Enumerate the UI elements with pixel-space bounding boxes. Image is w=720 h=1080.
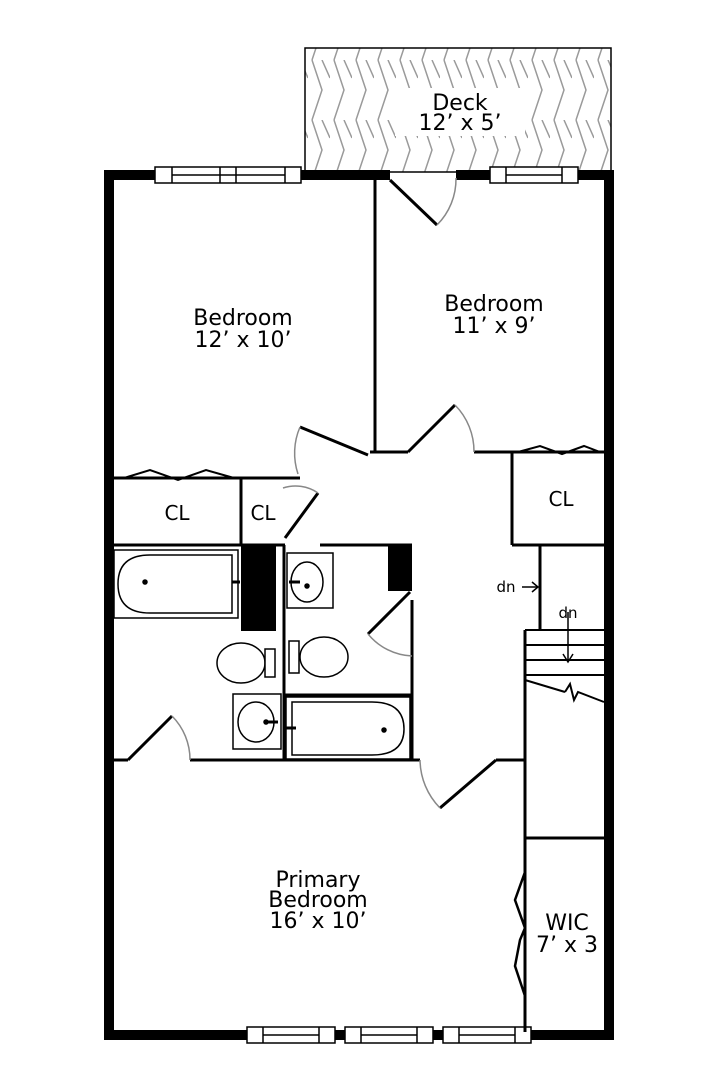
svg-text:7’ x 3: 7’ x 3	[536, 933, 598, 958]
primary-bedroom-door	[419, 758, 497, 810]
deck-door	[388, 177, 457, 227]
svg-text:WIC: WIC	[545, 911, 589, 936]
window-bottom-1	[246, 1026, 336, 1044]
window-bottom-2	[344, 1026, 434, 1044]
primary-bedroom-label: Primary Bedroom 16’ x 10’	[268, 868, 368, 934]
bathtub-lower	[285, 696, 411, 760]
wic-bifold-door	[513, 871, 527, 997]
bedroom-right-door	[406, 403, 475, 454]
window-top-left	[154, 166, 302, 184]
bedroom-left-label: Bedroom 12’ x 10’	[193, 306, 293, 353]
bath-fixtures	[113, 549, 411, 760]
closet-1-label: CL	[164, 501, 190, 525]
bathtub-upper	[113, 549, 240, 619]
toilet-left	[216, 642, 276, 684]
bedroom-left-door	[293, 425, 369, 475]
deck-label: Deck 12’ x 5’	[419, 91, 502, 136]
closet-3-label: CL	[548, 487, 574, 511]
svg-text:Bedroom: Bedroom	[444, 292, 544, 317]
sink-upper	[286, 552, 334, 609]
bedroom-right-label: Bedroom 11’ x 9’	[444, 292, 544, 339]
svg-text:12’ x 10’: 12’ x 10’	[195, 328, 292, 353]
svg-text:Deck: Deck	[432, 91, 488, 116]
primary-bath-door	[126, 714, 191, 762]
window-top-right	[489, 166, 579, 184]
doors	[126, 177, 527, 997]
svg-text:11’ x 9’: 11’ x 9’	[453, 314, 536, 339]
sink-lower	[232, 693, 282, 750]
toilet-right	[288, 636, 349, 678]
window-bottom-3	[442, 1026, 532, 1044]
chases	[241, 545, 412, 631]
svg-text:16’ x 10’: 16’ x 10’	[270, 909, 367, 934]
svg-text:12’ x 5’: 12’ x 5’	[419, 111, 502, 136]
closet-2-label: CL	[250, 501, 276, 525]
closet-2-door	[282, 485, 320, 539]
bath-door	[366, 590, 413, 657]
wic-label: WIC 7’ x 3	[536, 911, 598, 958]
deck	[304, 47, 612, 173]
svg-text:Bedroom: Bedroom	[193, 306, 293, 331]
stairs	[522, 581, 605, 703]
stair-down-label: dn	[558, 604, 577, 622]
svg-text:Primary: Primary	[275, 868, 360, 893]
closet-sliding-doors	[123, 444, 601, 482]
svg-text:Bedroom: Bedroom	[268, 888, 368, 913]
windows	[154, 166, 579, 1044]
hall-down-label: dn	[496, 578, 515, 596]
